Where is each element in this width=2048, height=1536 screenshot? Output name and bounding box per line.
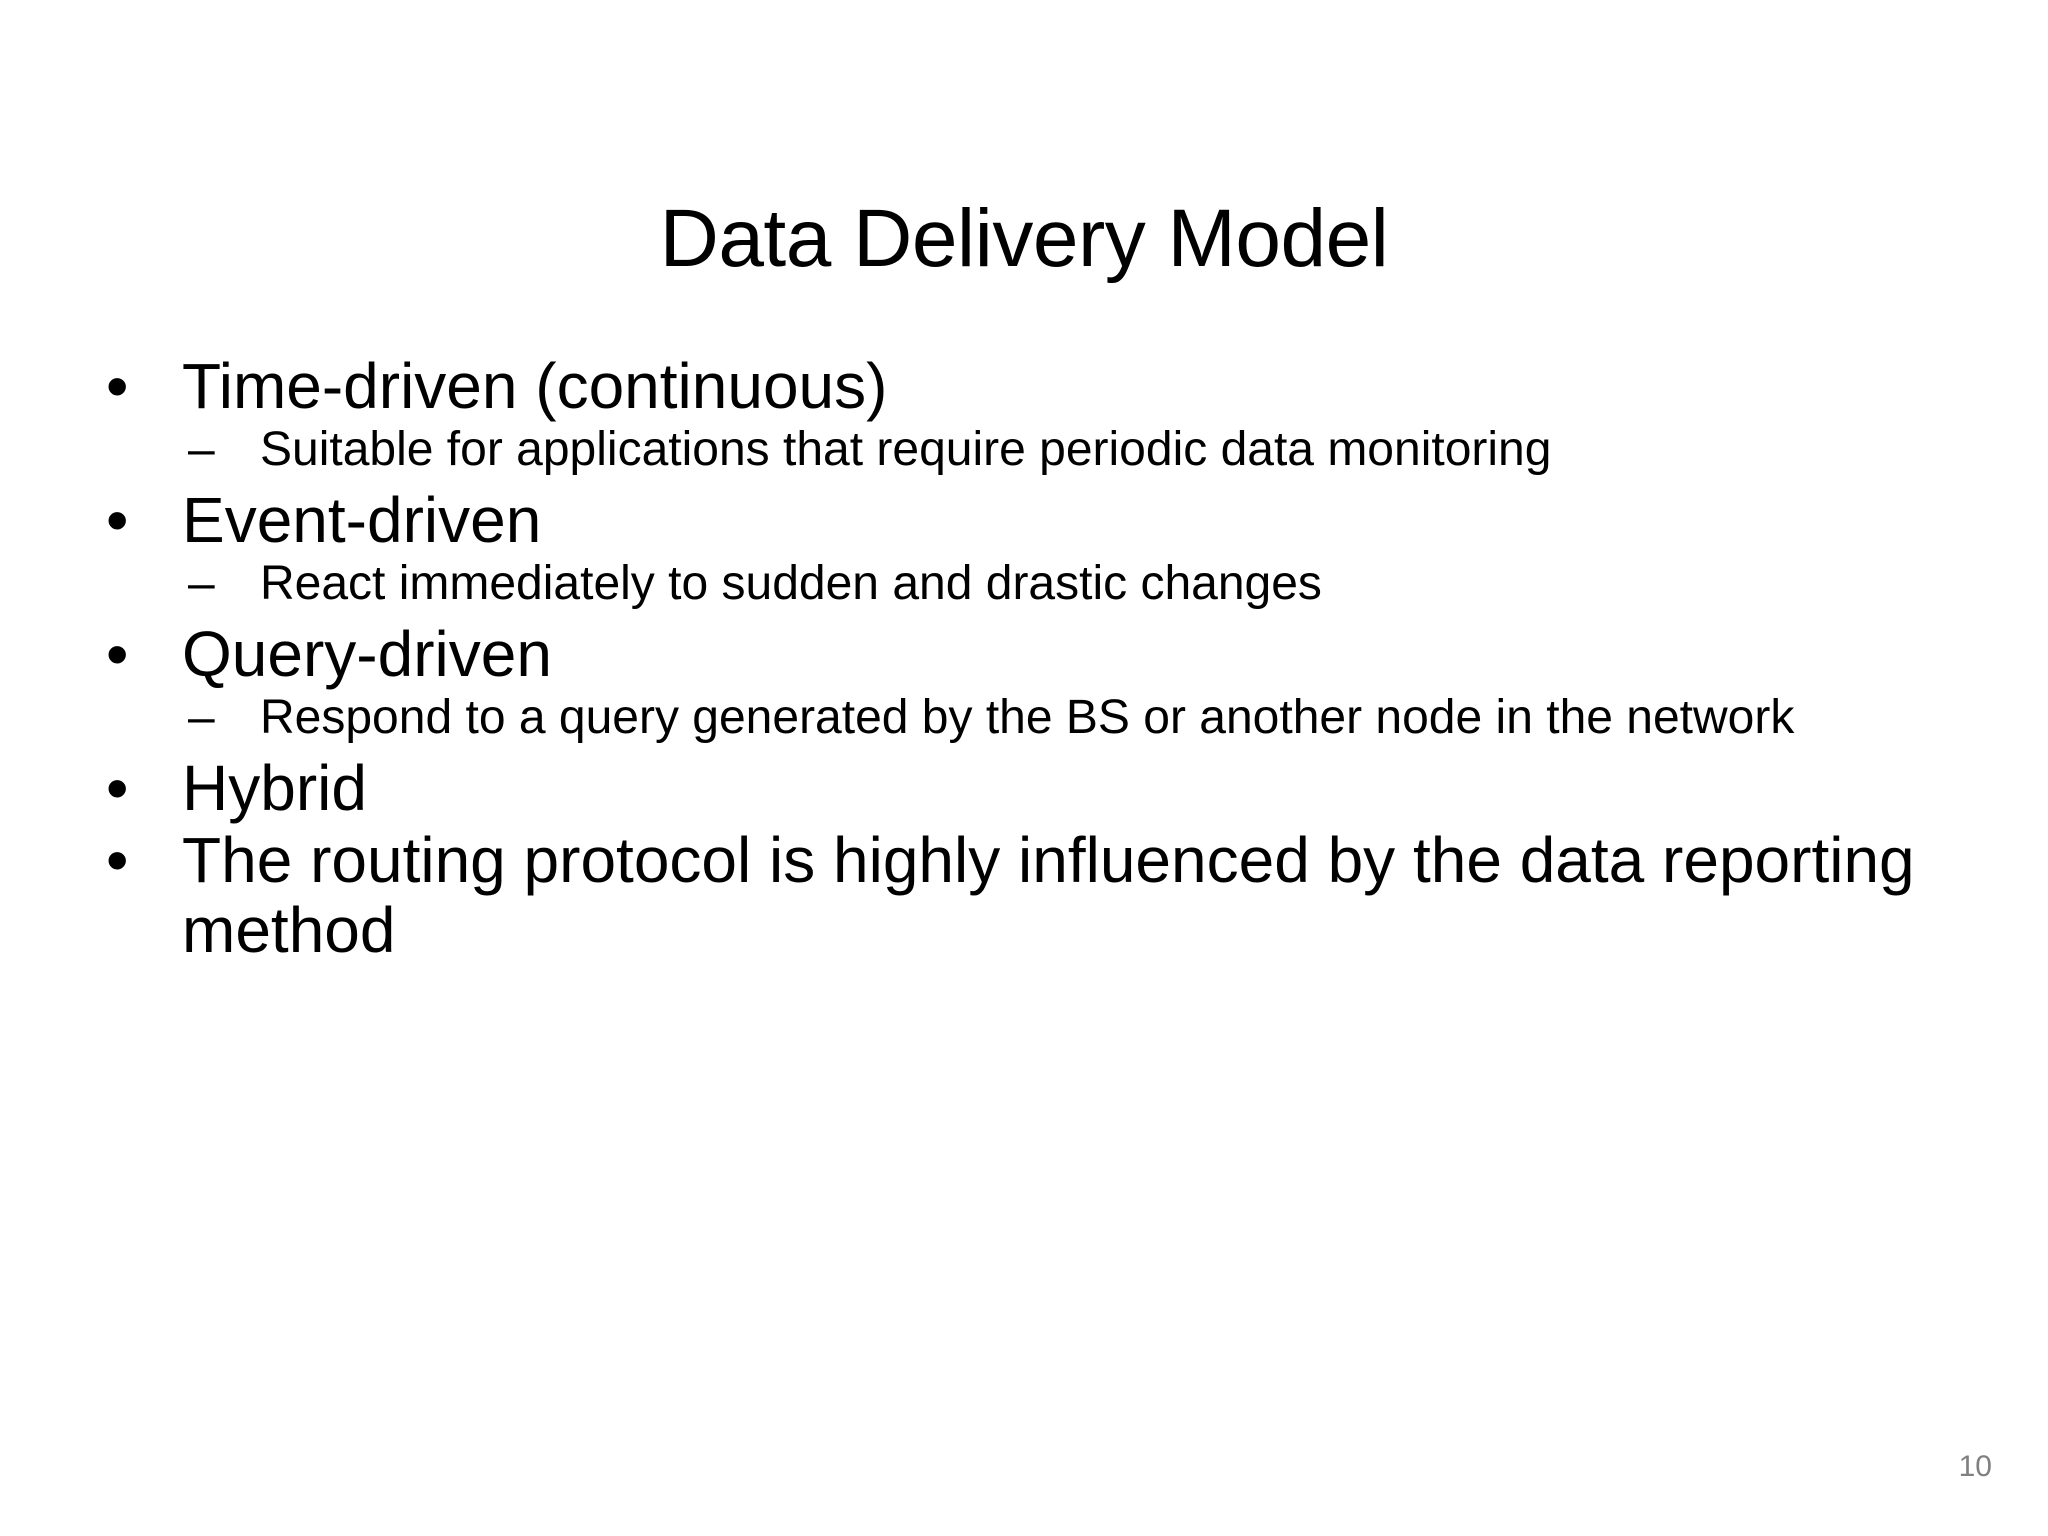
slide-title: Data Delivery Model — [659, 193, 1389, 284]
sub-bullet-item: – Suitable for applications that require… — [96, 422, 1968, 476]
bullet-dash-icon: – — [188, 422, 215, 476]
sub-bullet-label: React immediately to sudden and drastic … — [260, 556, 1322, 610]
slide-body: • Time-driven (continuous) – Suitable fo… — [96, 350, 1968, 967]
bullet-dot-icon: • — [106, 752, 129, 825]
bullet-item: • Time-driven (continuous) — [96, 350, 1968, 422]
bullet-label: Event-driven — [182, 484, 542, 557]
bullet-item: • The routing protocol is highly influen… — [96, 823, 1968, 966]
bullet-label: Query-driven — [182, 618, 552, 691]
bullet-label: The routing protocol is highly influence… — [182, 823, 1915, 966]
bullet-dot-icon: • — [106, 350, 129, 422]
bullet-dot-icon: • — [106, 618, 129, 691]
bullet-item: • Query-driven — [96, 618, 1968, 691]
bullet-dot-icon: • — [106, 823, 129, 896]
bullet-dot-icon: • — [106, 484, 129, 557]
sub-bullet-label: Respond to a query generated by the BS o… — [260, 690, 1795, 744]
bullet-item: • Hybrid — [96, 752, 1968, 825]
page-number: 10 — [1958, 1450, 1992, 1483]
bullet-label: Hybrid — [182, 752, 367, 825]
bullet-label: Time-driven (continuous) — [182, 350, 888, 422]
sub-bullet-item: – Respond to a query generated by the BS… — [96, 690, 1968, 744]
bullet-item: • Event-driven — [96, 484, 1968, 557]
bullet-dash-icon: – — [188, 690, 215, 744]
sub-bullet-label: Suitable for applications that require p… — [260, 422, 1552, 476]
sub-bullet-item: – React immediately to sudden and drasti… — [96, 556, 1968, 610]
bullet-dash-icon: – — [188, 556, 215, 610]
